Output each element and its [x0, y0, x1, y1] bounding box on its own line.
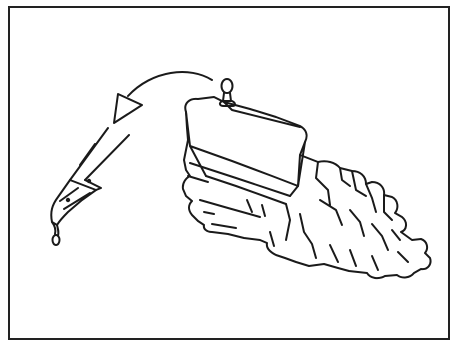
curved-arrow-icon: [114, 72, 212, 123]
dipstick-blade-icon: [51, 128, 129, 245]
dipstick-handle-icon: [220, 79, 235, 106]
engine-block-icon: [183, 97, 431, 278]
